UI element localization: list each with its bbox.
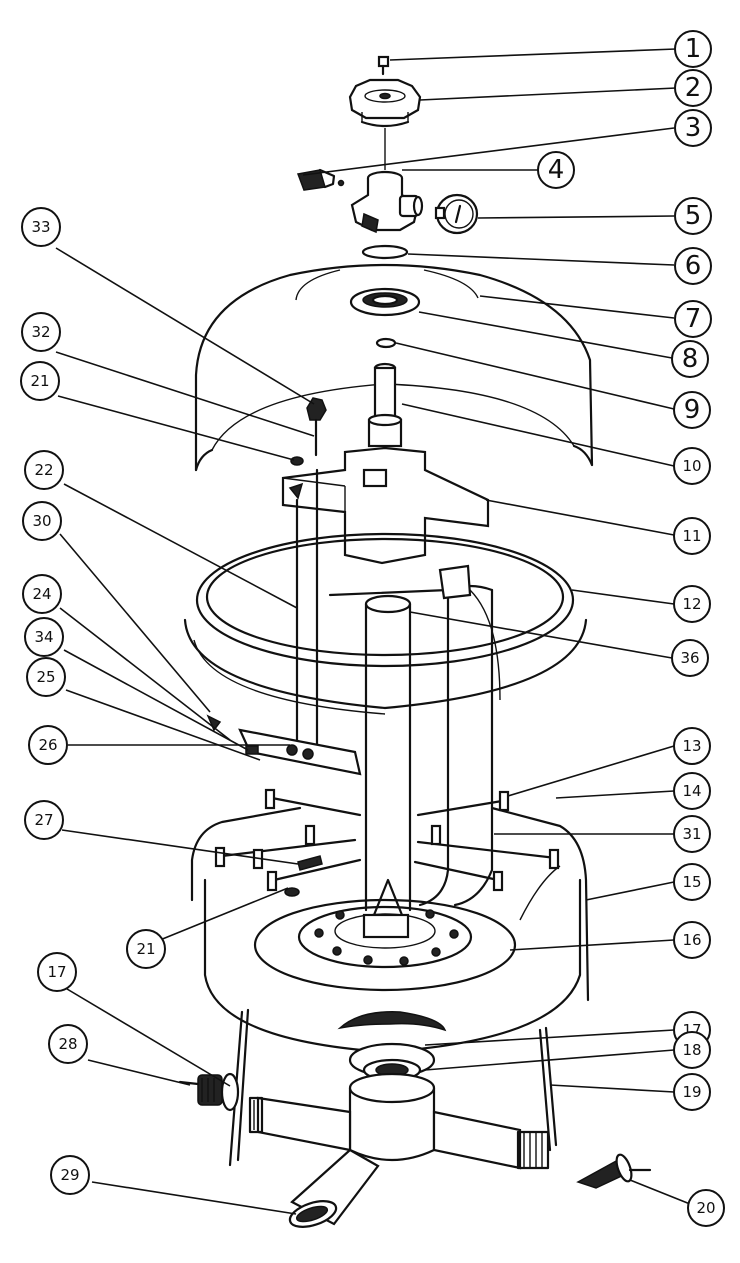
svg-text:13: 13 [682, 737, 701, 755]
callout-12: 12 [673, 585, 711, 623]
svg-text:9: 9 [684, 395, 701, 425]
callout-27: 27 [24, 800, 64, 840]
callout-19: 19 [673, 1073, 711, 1111]
svg-text:33: 33 [31, 218, 50, 236]
part-air-pipe [328, 564, 501, 907]
callout-34: 34 [24, 617, 64, 657]
svg-text:11: 11 [682, 527, 701, 545]
svg-text:3: 3 [685, 113, 702, 143]
callout-26: 26 [28, 725, 68, 765]
svg-text:21: 21 [30, 372, 49, 390]
part-side-fitting [576, 1153, 652, 1189]
part-drain-plug [178, 1072, 240, 1112]
part-nut-lower [284, 887, 300, 897]
callout-4: 4 [537, 151, 575, 189]
svg-text:21: 21 [136, 940, 155, 958]
svg-text:26: 26 [38, 736, 57, 754]
callout-11: 11 [673, 517, 711, 555]
callout-18: 18 [673, 1031, 711, 1069]
part-standpipe [367, 362, 403, 448]
part-small-o-ring [375, 337, 397, 349]
part-clip [297, 855, 323, 871]
callout-33: 33 [21, 207, 61, 247]
part-center-tube [364, 594, 412, 912]
part-air-relief-screw [377, 55, 390, 76]
svg-text:20: 20 [696, 1199, 715, 1217]
part-top-knob [348, 78, 422, 128]
callout-9: 9 [673, 391, 711, 429]
svg-text:34: 34 [34, 628, 53, 646]
callout-14: 14 [673, 772, 711, 810]
svg-text:31: 31 [682, 825, 701, 843]
svg-text:17: 17 [47, 963, 66, 981]
svg-text:28: 28 [58, 1035, 77, 1053]
svg-text:10: 10 [682, 457, 701, 475]
callout-10: 10 [673, 447, 711, 485]
part-o-ring [361, 244, 409, 260]
part-bottom-cross [248, 1072, 550, 1228]
svg-text:4: 4 [548, 155, 565, 185]
svg-text:14: 14 [682, 782, 701, 800]
leader-lines [55, 48, 691, 1215]
part-valve-body [350, 170, 424, 234]
part-bottom-flange [253, 898, 517, 992]
svg-text:2: 2 [685, 73, 702, 103]
part-clamp-ring [183, 532, 588, 715]
svg-text:22: 22 [34, 461, 53, 479]
callout-13: 13 [673, 727, 711, 765]
callout-6: 6 [674, 247, 712, 285]
callout-1: 1 [674, 30, 712, 68]
svg-text:12: 12 [682, 595, 701, 613]
svg-text:36: 36 [680, 649, 699, 667]
callout-15: 15 [673, 863, 711, 901]
svg-text:30: 30 [32, 512, 51, 530]
svg-text:25: 25 [36, 668, 55, 686]
callout-25: 25 [26, 657, 66, 697]
part-lid-fitting [349, 287, 421, 317]
callout-22: 22 [24, 450, 64, 490]
svg-text:5: 5 [685, 201, 702, 231]
callout-24: 24 [22, 574, 62, 614]
svg-text:16: 16 [682, 931, 701, 949]
part-nut-upper [290, 456, 304, 466]
svg-text:27: 27 [34, 811, 53, 829]
callout-31: 31 [673, 815, 711, 853]
svg-text:15: 15 [682, 873, 701, 891]
callout-29: 29 [50, 1155, 90, 1195]
callout-21-upper: 21 [20, 361, 60, 401]
callout-30: 30 [22, 501, 62, 541]
svg-text:6: 6 [685, 251, 702, 281]
part-pressure-gauge [434, 193, 479, 235]
svg-text:29: 29 [60, 1166, 79, 1184]
callout-5: 5 [674, 197, 712, 235]
callout-17-left: 17 [37, 952, 77, 992]
parts [178, 55, 652, 1228]
svg-text:19: 19 [682, 1083, 701, 1101]
callout-3: 3 [674, 109, 712, 147]
callout-2: 2 [674, 69, 712, 107]
callouts: 1 2 3 4 5 6 7 8 9 10 11 12 36 13 14 31 1… [20, 30, 725, 1227]
callout-8: 8 [671, 340, 709, 378]
callout-16: 16 [673, 921, 711, 959]
callout-36: 36 [671, 639, 709, 677]
svg-text:18: 18 [682, 1041, 701, 1059]
svg-text:8: 8 [682, 344, 699, 374]
callout-21-lower: 21 [126, 929, 166, 969]
callout-32: 32 [21, 312, 61, 352]
part-stud [306, 397, 327, 457]
svg-text:32: 32 [31, 323, 50, 341]
svg-text:7: 7 [685, 304, 702, 334]
callout-7: 7 [674, 300, 712, 338]
svg-text:24: 24 [32, 585, 51, 603]
callout-20: 20 [687, 1189, 725, 1227]
svg-text:1: 1 [685, 34, 702, 64]
callout-28: 28 [48, 1024, 88, 1064]
part-manifold [281, 446, 490, 565]
